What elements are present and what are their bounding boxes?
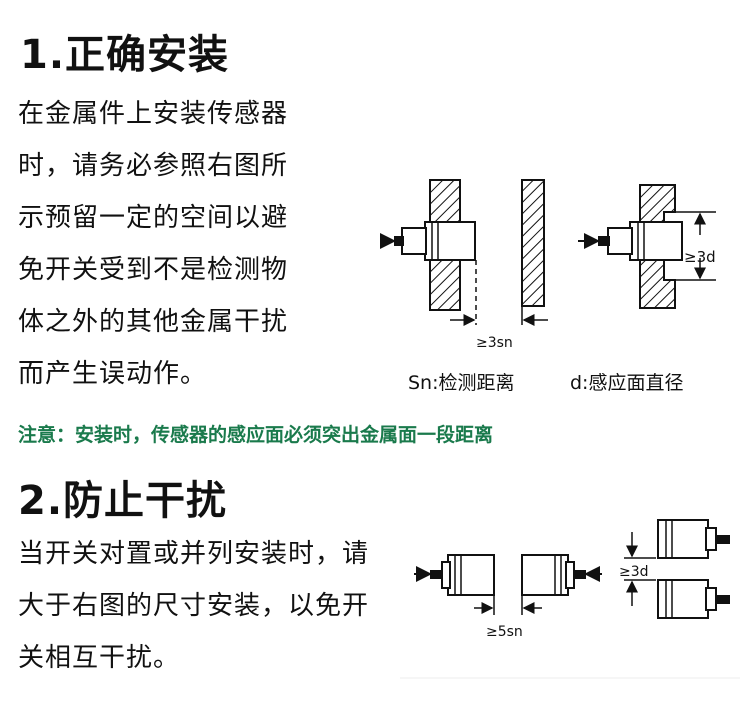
body-line: 在金属件上安装传感器: [18, 99, 289, 129]
body-line: 而产生误动作。: [18, 359, 208, 389]
body-line: 时，请务必参照右图所: [18, 151, 289, 181]
dim-3d-label: ≥3d: [619, 564, 649, 580]
flush-mount-sensor: [380, 179, 477, 325]
body-line: 示预留一定的空间以避: [18, 203, 289, 233]
facing-sensor-right: [521, 554, 602, 615]
dim-d-label: ≥3d: [684, 248, 716, 266]
installation-note: 注意：安装时，传感器的感应面必须突出金属面一段距离: [18, 424, 494, 446]
target-plate: [521, 179, 545, 307]
dim-5sn-label: ≥5sn: [486, 624, 523, 640]
parallel-sensor-bottom: [657, 579, 730, 619]
body-line: 免开关受到不是检测物: [18, 255, 289, 285]
section-2-title: 2.防止干扰: [18, 478, 228, 524]
parallel-sensor-top: [657, 519, 730, 559]
dim-sn-label: ≥3sn: [476, 335, 513, 351]
caption-sn: Sn:检测距离: [408, 372, 515, 394]
installation-diagram: ≥3sn ≥3d: [380, 179, 716, 351]
body-line: 体之外的其他金属干扰: [18, 307, 289, 337]
body-line: 关相互干扰。: [18, 643, 181, 673]
body-line: 当开关对置或并列安装时，请: [18, 539, 370, 569]
caption-d: d:感应面直径: [570, 372, 684, 394]
section-1-title: 1.正确安装: [20, 32, 230, 78]
body-line: 大于右图的尺寸安装，以免开: [18, 591, 370, 621]
embedded-mount-sensor: [578, 184, 683, 309]
facing-sensor-left: [414, 554, 495, 615]
